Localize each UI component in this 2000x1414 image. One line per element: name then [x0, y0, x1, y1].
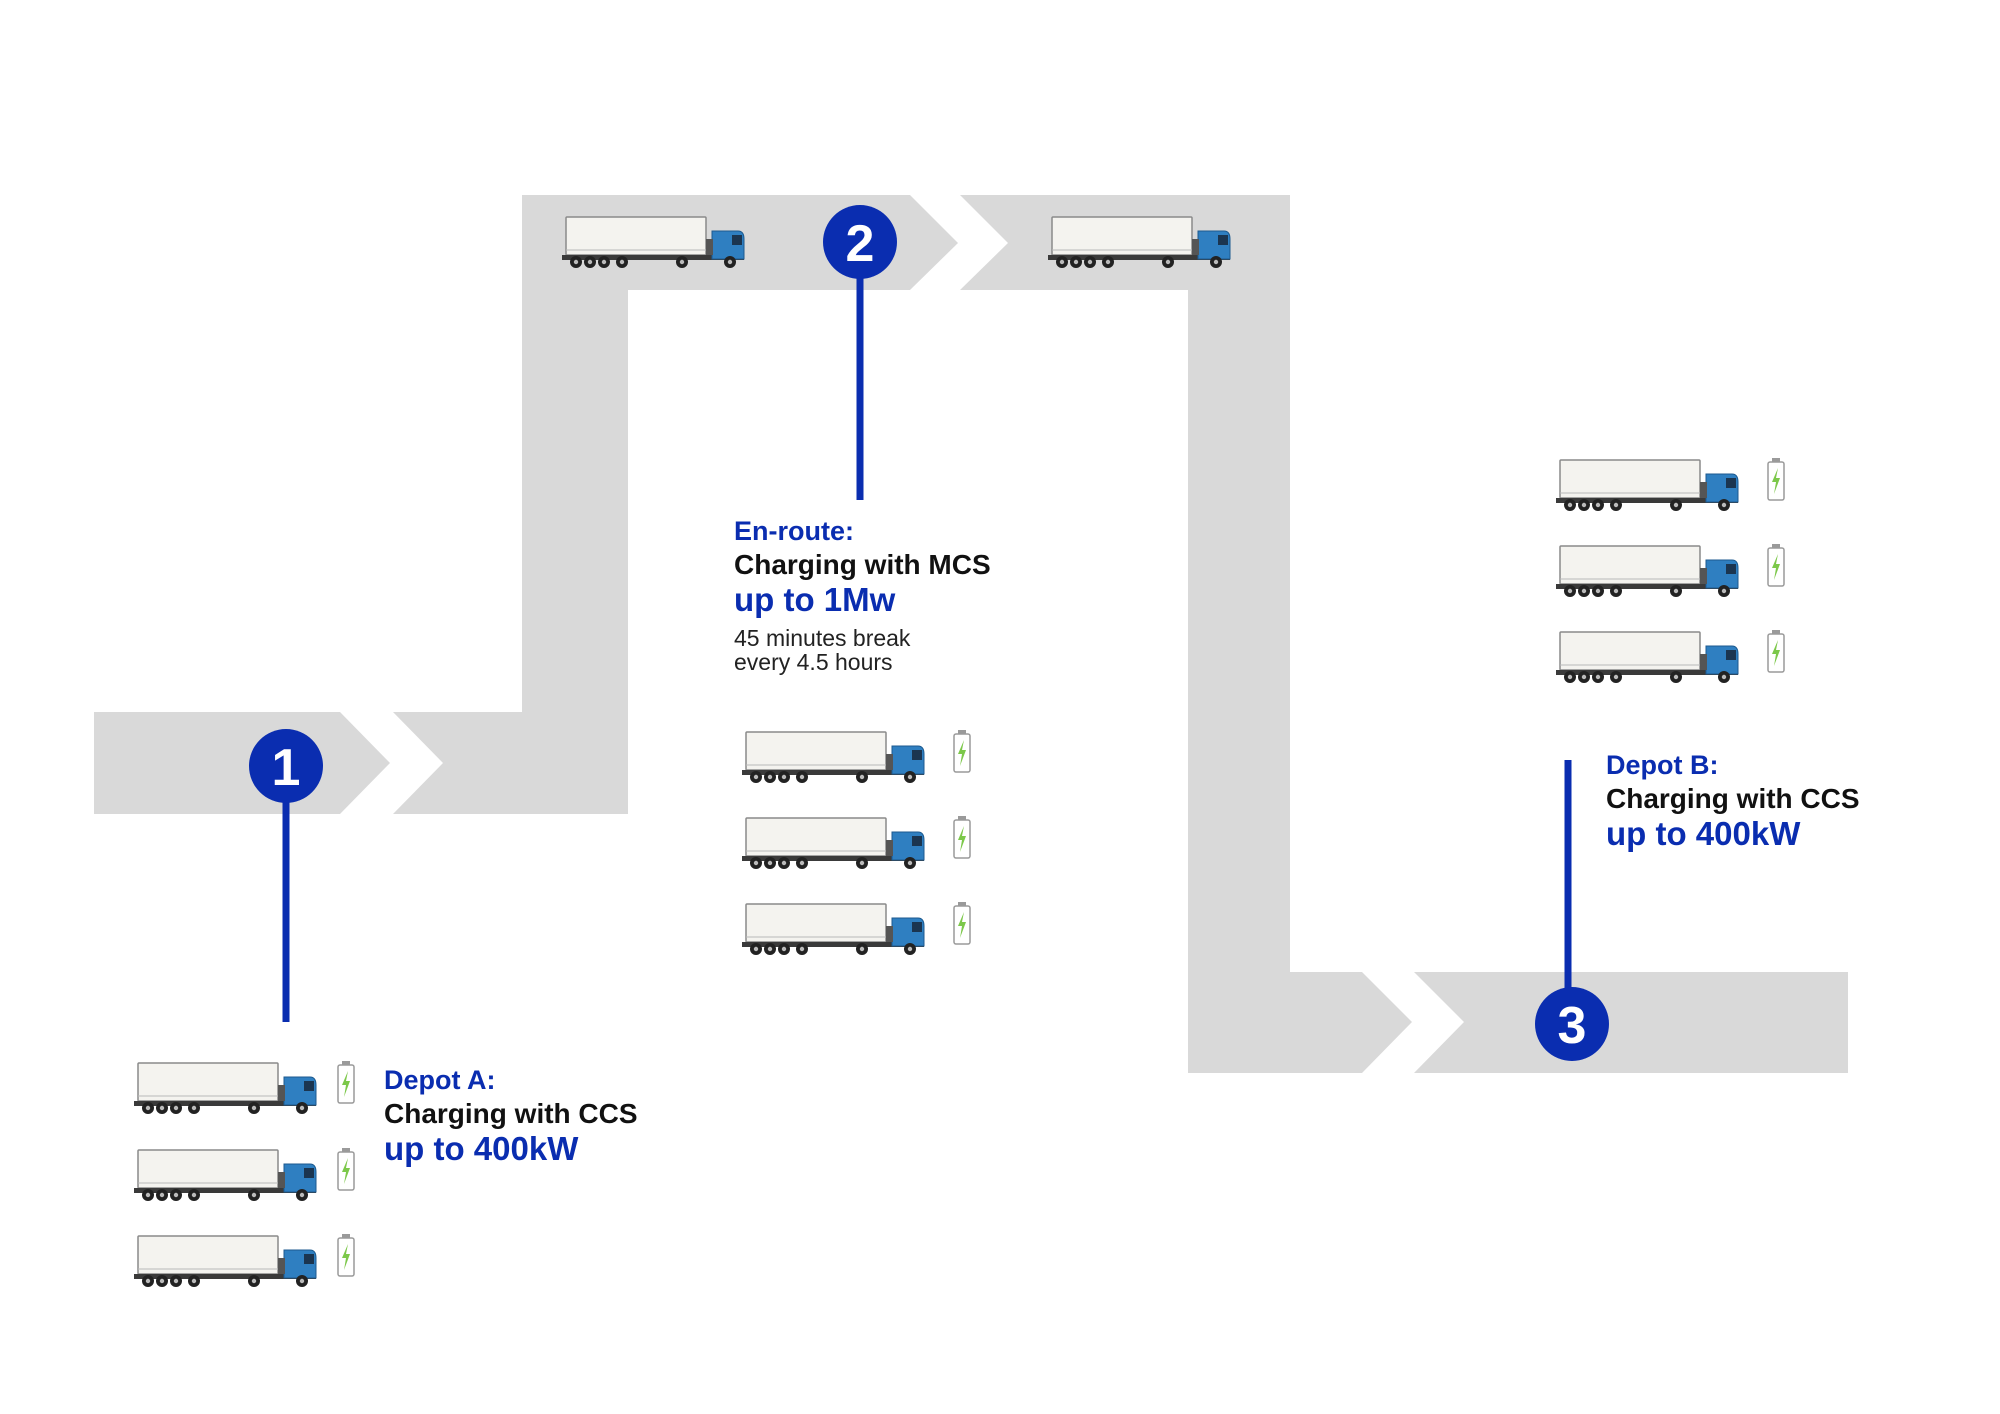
- marker-3: 3: [1535, 987, 1609, 1061]
- en-route-truck-icon-2: [742, 817, 925, 869]
- en-route-charging-type: Charging with MCS: [734, 548, 991, 580]
- depot-b-battery-charging-icon-2: [1767, 544, 1785, 587]
- depot-b-charging-type: Charging with CCS: [1606, 782, 1860, 814]
- depot-a-truck-icon-3: [134, 1235, 317, 1287]
- depot-b-truck-icon-2: [1556, 545, 1739, 597]
- road-segment-to-rise: [393, 712, 522, 814]
- marker-2: 2: [823, 205, 897, 279]
- marker-3-number: 3: [1558, 997, 1587, 1055]
- depot-b-truck-icon-3: [1556, 631, 1739, 683]
- depot-a-charging-type: Charging with CCS: [384, 1097, 638, 1129]
- en-route-label: En-route: Charging with MCS up to 1Mw 45…: [734, 516, 991, 674]
- en-route-battery-charging-icon-3: [953, 902, 971, 945]
- depot-a-label: Depot A: Charging with CCS up to 400kW: [384, 1065, 638, 1169]
- en-route-heading: En-route:: [734, 516, 854, 546]
- road-truck-icon-1: [562, 216, 745, 268]
- depot-b-battery-charging-icon-1: [1767, 458, 1785, 501]
- marker-1: 1: [249, 729, 323, 803]
- road-truck-icon-2: [1048, 216, 1231, 268]
- depot-a-power: up to 400kW: [384, 1129, 579, 1167]
- depot-a-truck-icon-2: [134, 1149, 317, 1201]
- depot-a-battery-charging-icon-2: [337, 1148, 355, 1191]
- depot-b-heading: Depot B:: [1606, 750, 1719, 780]
- en-route-power: up to 1Mw: [734, 580, 896, 618]
- en-route-battery-charging-icon-2: [953, 816, 971, 859]
- en-route-note-line-1: 45 minutes break: [734, 624, 911, 651]
- road-trucks: [562, 216, 1231, 268]
- depot-a-battery-charging-icon-3: [337, 1234, 355, 1277]
- road-vertical-right: [1188, 290, 1290, 1073]
- road-segment-end: [1414, 972, 1848, 1073]
- marker-2-number: 2: [846, 215, 875, 273]
- depot-a-heading: Depot A:: [384, 1065, 496, 1095]
- en-route-battery-charging-icon-1: [953, 730, 971, 773]
- en-route-truck-icon-1: [742, 731, 925, 783]
- en-route-note-line-2: every 4.5 hours: [734, 648, 893, 675]
- en-route-truck-icon-3: [742, 903, 925, 955]
- charging-trucks: [134, 458, 1785, 1287]
- depot-a-truck-icon-1: [134, 1062, 317, 1114]
- road-segment-start: [94, 712, 390, 814]
- road: [94, 195, 1848, 1073]
- marker-1-number: 1: [272, 739, 301, 797]
- depot-a-battery-charging-icon-1: [337, 1061, 355, 1104]
- road-segment-bottom-left: [1188, 972, 1412, 1073]
- depot-b-power: up to 400kW: [1606, 814, 1801, 852]
- depot-b-battery-charging-icon-3: [1767, 630, 1785, 673]
- depot-b-label: Depot B: Charging with CCS up to 400kW: [1606, 750, 1860, 854]
- depot-b-truck-icon-1: [1556, 459, 1739, 511]
- road-vertical-left: [522, 195, 628, 814]
